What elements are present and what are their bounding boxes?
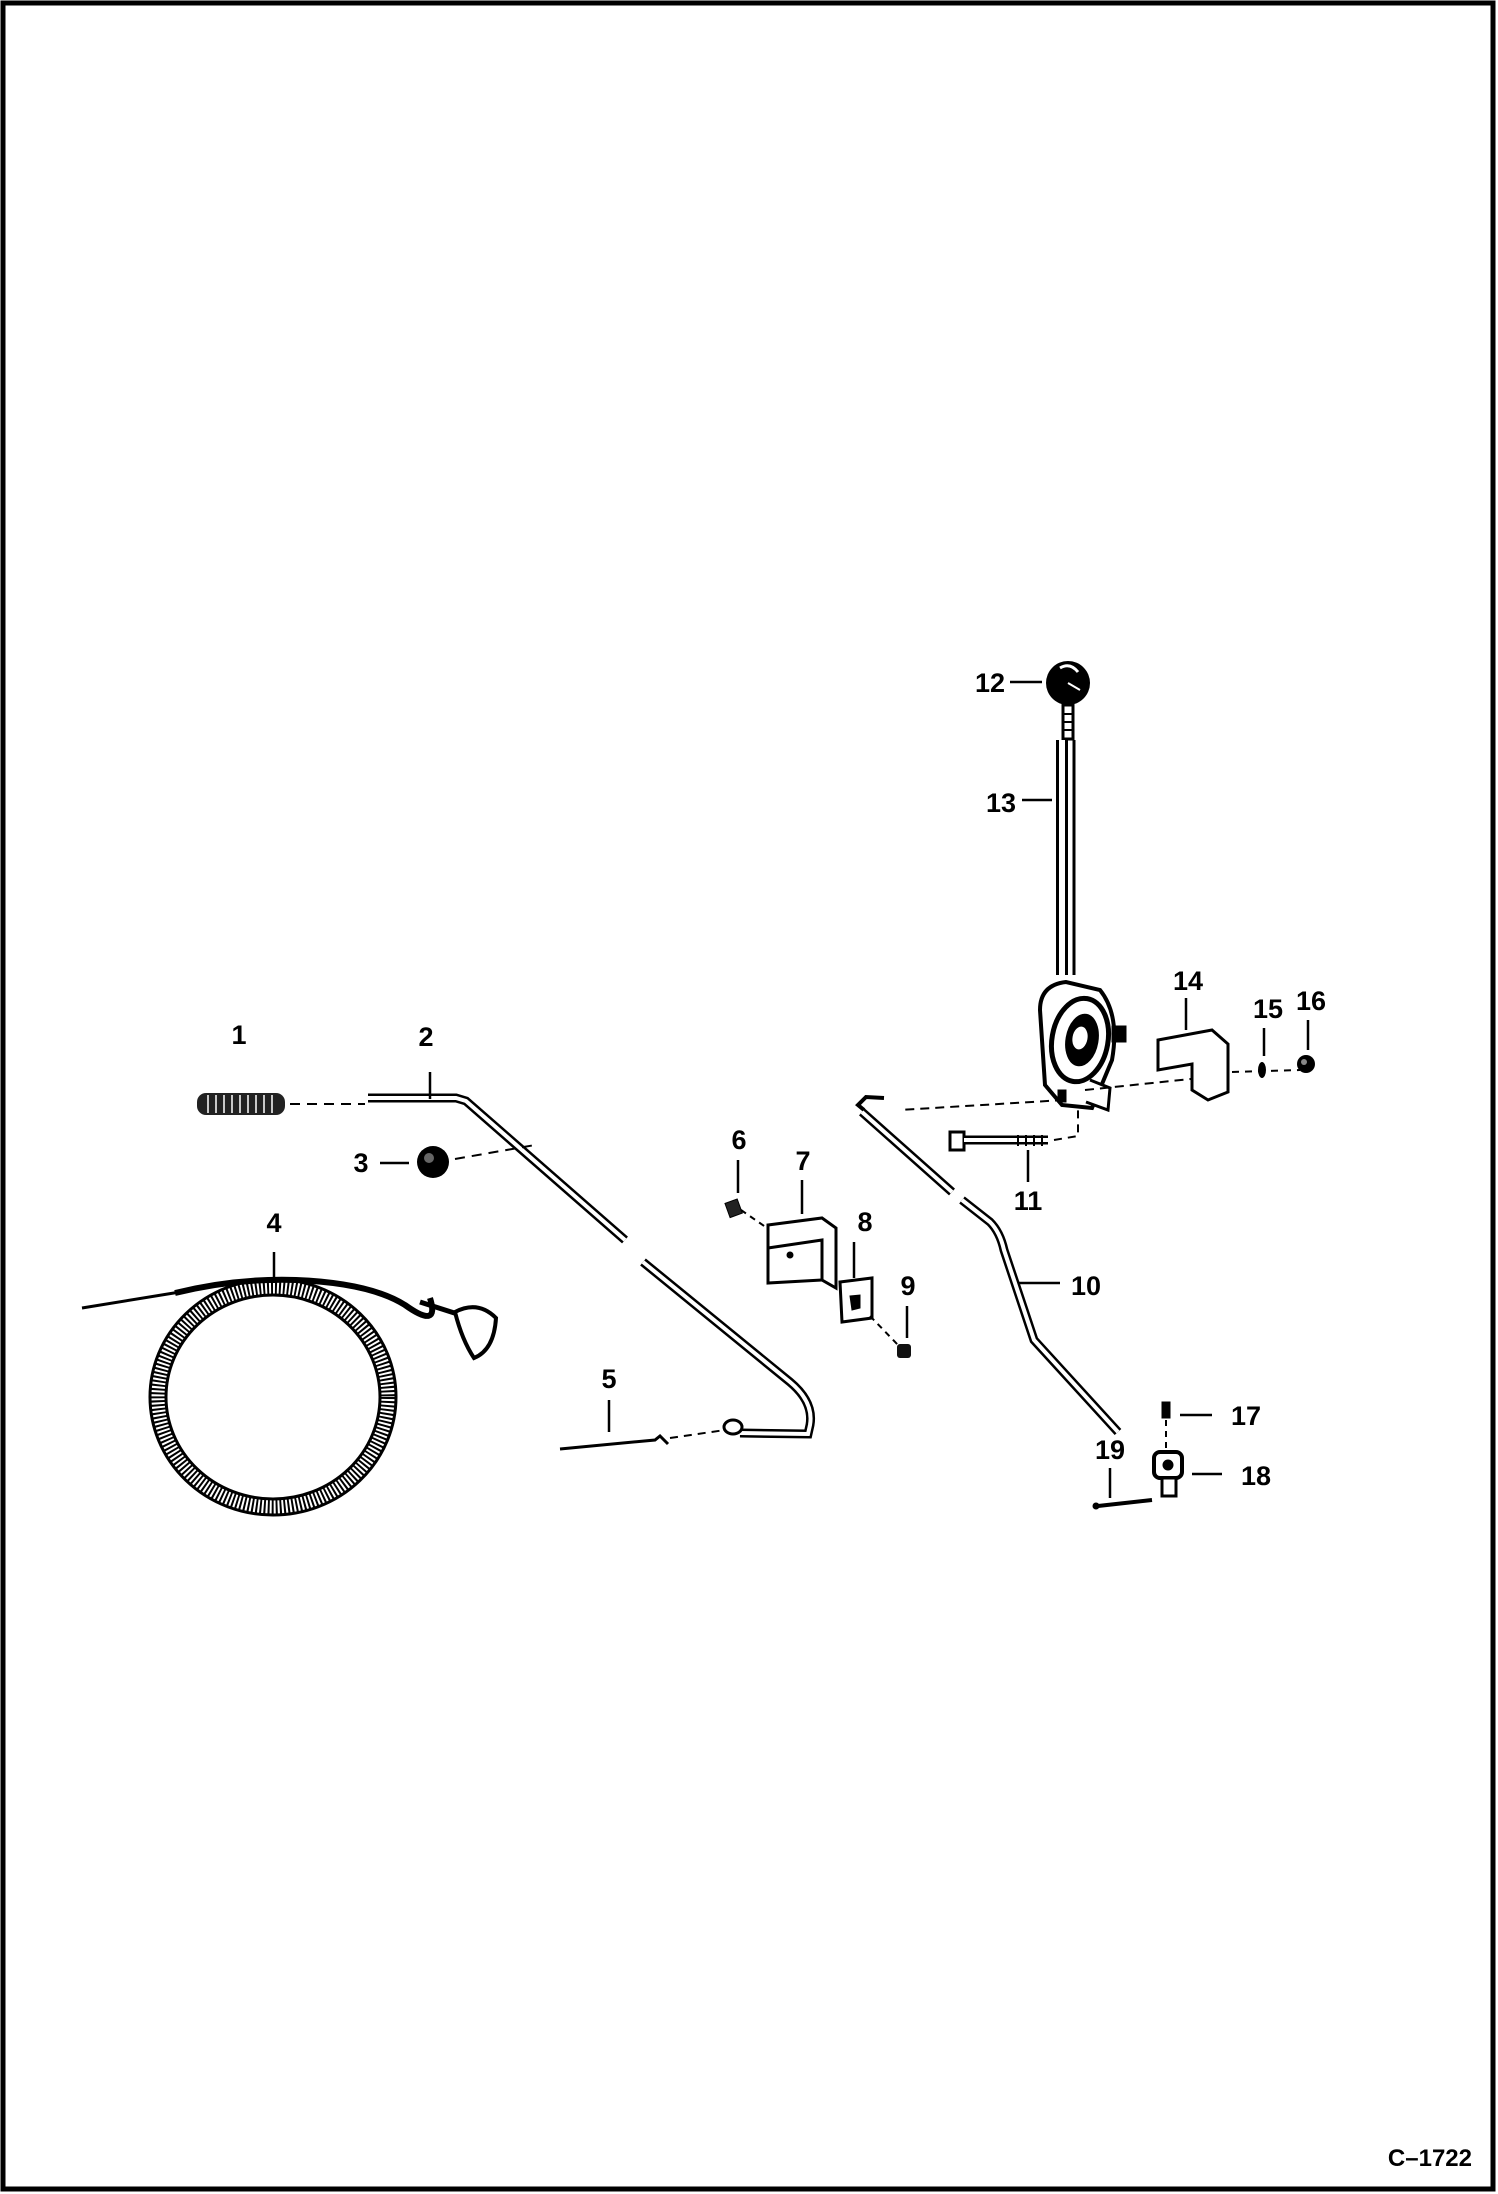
callout-2: 2 <box>418 1022 433 1052</box>
callout-16: 16 <box>1296 986 1326 1016</box>
callout-10: 10 <box>1071 1271 1101 1301</box>
part-8-clip <box>838 1242 899 1346</box>
callout-15: 15 <box>1253 994 1283 1024</box>
part-9-nut <box>897 1306 911 1358</box>
callout-6: 6 <box>731 1125 746 1155</box>
callout-12: 12 <box>975 668 1005 698</box>
callout-11: 11 <box>1014 1186 1043 1216</box>
part-13-lever <box>899 703 1201 1113</box>
callout-13: 13 <box>986 788 1016 818</box>
callout-4: 4 <box>266 1208 281 1238</box>
callout-18: 18 <box>1241 1461 1271 1491</box>
part-4-cable <box>81 1252 499 1517</box>
callout-14: 14 <box>1173 966 1203 996</box>
callout-5: 5 <box>601 1364 616 1394</box>
part-11-bolt <box>948 1100 1079 1182</box>
part-6-bolt <box>724 1160 771 1231</box>
part-14-bracket <box>1156 998 1301 1102</box>
callout-19: 19 <box>1095 1435 1125 1465</box>
part-10-rod <box>855 1094 1122 1436</box>
part-3-nut <box>380 1144 536 1178</box>
callout-1: 1 <box>231 1020 246 1050</box>
part-2-rod <box>368 1072 816 1439</box>
callout-7: 7 <box>795 1146 810 1176</box>
callout-8: 8 <box>857 1207 872 1237</box>
part-19-cotter-pin <box>1092 1468 1153 1510</box>
callout-9: 9 <box>900 1271 915 1301</box>
part-18-swivel <box>1152 1450 1222 1498</box>
part-5-pin <box>559 1400 726 1451</box>
part-15-washer <box>1258 1028 1266 1078</box>
part-1-grip <box>197 1093 365 1115</box>
part-17-setscrew <box>1161 1401 1212 1448</box>
part-16-nut <box>1297 1020 1315 1073</box>
callout-17: 17 <box>1231 1401 1261 1431</box>
callout-3: 3 <box>353 1148 368 1178</box>
figure-code: C–1722 <box>1388 2145 1472 2172</box>
part-7-bracket <box>766 1180 838 1291</box>
part-12-knob <box>1010 661 1090 705</box>
